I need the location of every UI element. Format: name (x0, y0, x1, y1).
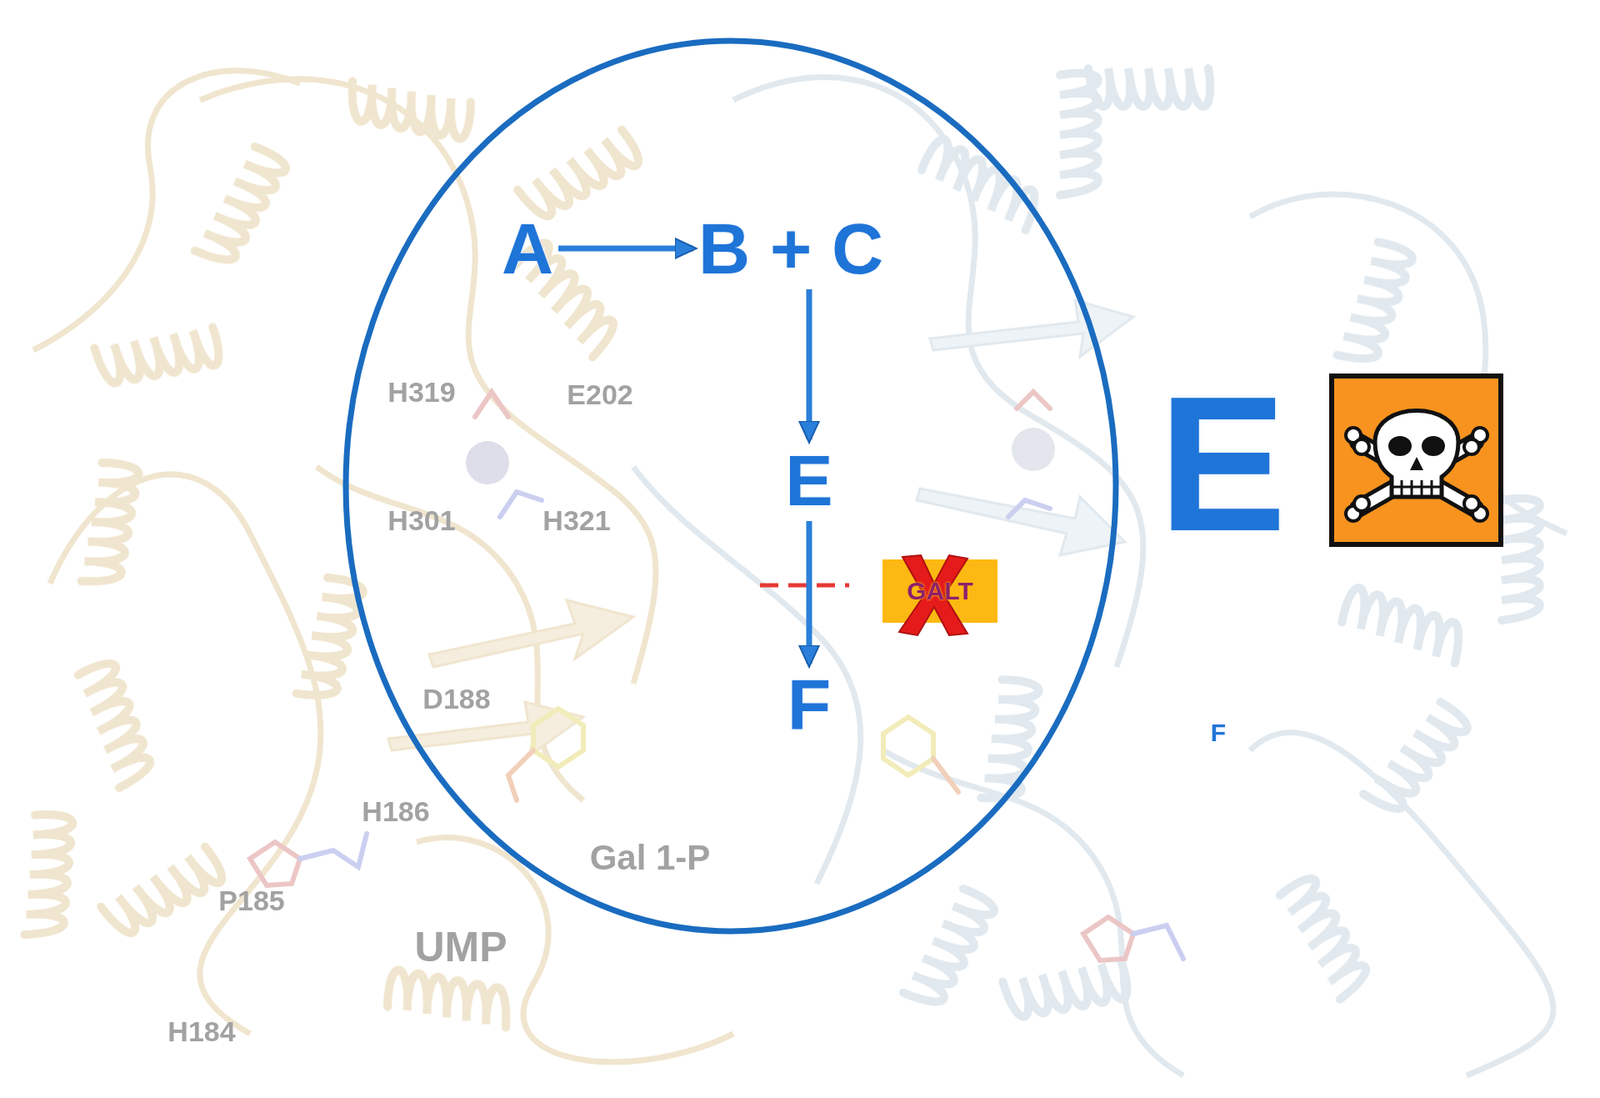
metabolite-node: A (501, 212, 554, 285)
metal-ion (465, 440, 510, 485)
residue-label: H186 (361, 796, 430, 825)
residue-label: H184 (167, 1016, 235, 1045)
metabolite-node: E (785, 444, 833, 516)
block-dash (760, 583, 850, 588)
metabolite-letter: E (785, 444, 833, 516)
flow-arrow (805, 520, 812, 664)
flow-arrow (558, 245, 694, 252)
residue-label: D188 (422, 684, 490, 713)
metabolite-node: F (787, 668, 832, 740)
enzyme-name: GALT (906, 578, 973, 604)
flow-arrow (806, 289, 813, 440)
product-label: F (1210, 720, 1226, 745)
toxic-metabolite: E (1158, 368, 1286, 560)
right-subunit (633, 68, 1567, 1075)
residue-label: H301 (387, 505, 455, 535)
enzyme-box: GALT (882, 559, 998, 623)
metal-ion (1011, 427, 1055, 471)
cell-outline (345, 40, 1116, 931)
ligand-label: UMP (414, 925, 507, 968)
residue-label: H319 (387, 377, 455, 406)
metabolite-letter: F (787, 668, 832, 740)
ligand-label: Gal 1-P (590, 840, 711, 875)
residue-label: H321 (542, 505, 610, 535)
metabolite-letter: B + C (698, 212, 884, 285)
residue-label: P185 (218, 885, 285, 915)
metabolite-node: B + C (698, 212, 884, 285)
toxic-hazard-icon (1331, 375, 1501, 545)
metabolite-letter: A (501, 212, 554, 285)
ligand-sticks (250, 391, 1184, 960)
residue-label: E202 (566, 380, 633, 409)
